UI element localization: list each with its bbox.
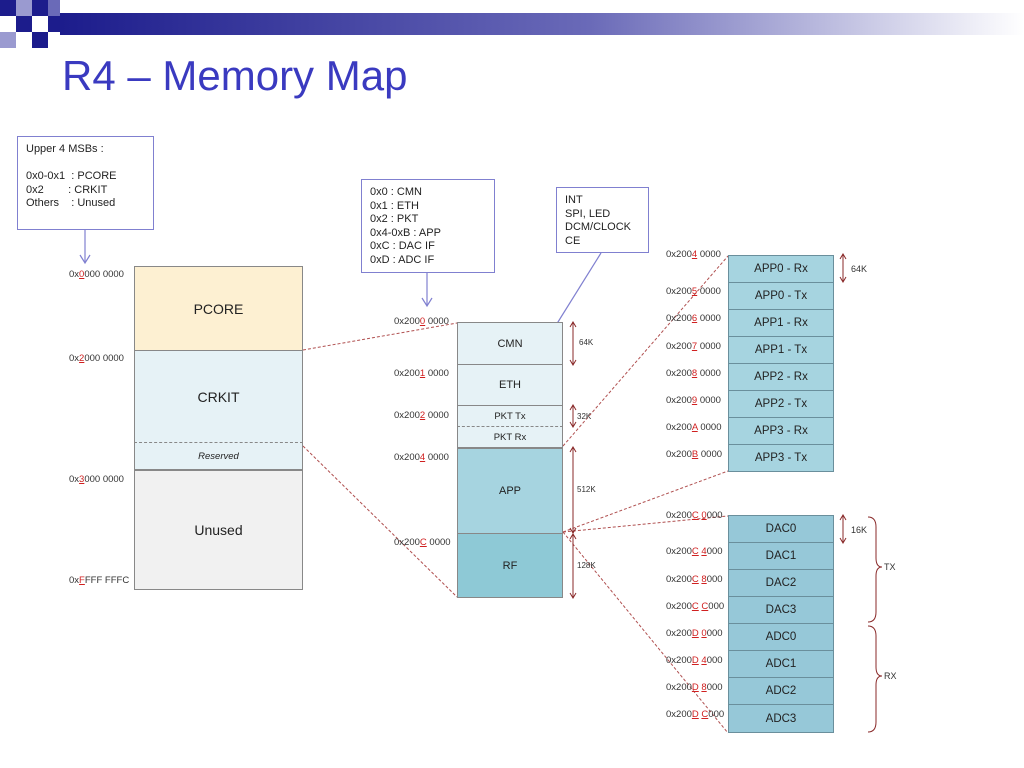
- if-size-label: 16K: [851, 525, 868, 535]
- zoom-line: [562, 515, 729, 533]
- rx-label: RX: [884, 671, 897, 681]
- header-square: [16, 16, 32, 32]
- eth-block: ETH: [457, 364, 563, 406]
- header-square: [32, 0, 48, 16]
- app-size-label: 64K: [851, 264, 868, 274]
- app-sub-block: APP1 - Rx: [728, 309, 834, 337]
- size-label: 64K: [579, 338, 594, 347]
- if-address: 0x200D 8000: [666, 682, 723, 693]
- app-address: 0x2006 0000: [666, 313, 721, 324]
- app-address: 0x2009 0000: [666, 395, 721, 406]
- cmn-block: CMN: [457, 322, 563, 365]
- reserved-block: Reserved: [134, 443, 303, 470]
- cmn-note: INT SPI, LED DCM/CLOCK CE: [556, 187, 649, 253]
- header-square: [48, 16, 64, 32]
- msb-note: Upper 4 MSBs : 0x0-0x1 : PCORE 0x2 : CRK…: [17, 136, 154, 230]
- if-block: DAC0: [728, 515, 834, 543]
- header-square: [32, 32, 48, 48]
- zoom-line: [302, 322, 458, 351]
- app-sub-block: APP2 - Rx: [728, 363, 834, 391]
- pkt-rx-block: PKT Rx: [457, 427, 563, 448]
- app-sub-block: APP0 - Rx: [728, 255, 834, 283]
- if-address: 0x200C 4000: [666, 546, 723, 557]
- pcore-block: PCORE: [134, 266, 303, 351]
- app-address: 0x200B 0000: [666, 449, 723, 460]
- tx-brace: [867, 516, 883, 623]
- app-address: 0x200A 0000: [666, 422, 722, 433]
- if-block: ADC1: [728, 650, 834, 678]
- left-address-0: 0x0000 0000: [69, 269, 124, 280]
- header-gradient-bar: [60, 13, 1024, 35]
- mid-address-2: 0x2002 0000: [394, 410, 449, 421]
- left-address-3: 0xFFFF FFFC: [69, 575, 130, 586]
- left-address-1: 0x2000 0000: [69, 353, 124, 364]
- note-arrow-head: [421, 297, 433, 308]
- if-block: DAC3: [728, 596, 834, 624]
- if-address: 0x200C C000: [666, 601, 725, 612]
- if-block: ADC3: [728, 704, 834, 733]
- app-sub-block: APP1 - Tx: [728, 336, 834, 364]
- if-address: 0x200D 4000: [666, 655, 723, 666]
- rx-brace: [867, 625, 883, 733]
- if-address: 0x200C 0000: [666, 510, 723, 521]
- header-square: [16, 0, 32, 16]
- crkit-block: CRKIT: [134, 350, 303, 443]
- zoom-line: [562, 255, 729, 447]
- pkt-tx-block: PKT Tx: [457, 405, 563, 427]
- app-address: 0x2005 0000: [666, 286, 721, 297]
- note-arrow-head: [79, 254, 91, 265]
- header-square: [48, 0, 60, 16]
- header-square: [0, 32, 16, 48]
- zoom-line: [302, 445, 458, 598]
- mid-address-4: 0x200C 0000: [394, 537, 451, 548]
- rf-block: RF: [457, 533, 563, 598]
- app-address: 0x2008 0000: [666, 368, 721, 379]
- app-address: 0x2004 0000: [666, 249, 721, 260]
- if-address: 0x200D 0000: [666, 628, 723, 639]
- left-address-2: 0x3000 0000: [69, 474, 124, 485]
- mid-address-0: 0x2000 0000: [394, 316, 449, 327]
- block-note: 0x0 : CMN 0x1 : ETH 0x2 : PKT 0x4-0xB : …: [361, 179, 495, 273]
- header-square: [0, 0, 16, 16]
- zoom-line: [562, 531, 729, 734]
- app-sub-block: APP3 - Tx: [728, 444, 834, 472]
- page-title: R4 – Memory Map: [62, 52, 408, 99]
- mid-address-1: 0x2001 0000: [394, 368, 449, 379]
- if-block: DAC1: [728, 542, 834, 570]
- if-block: ADC2: [728, 677, 834, 705]
- if-address: 0x200C 8000: [666, 574, 723, 585]
- app-address: 0x2007 0000: [666, 341, 721, 352]
- if-block: DAC2: [728, 569, 834, 597]
- if-address: 0x200D C000: [666, 709, 725, 720]
- app-sub-block: APP3 - Rx: [728, 417, 834, 445]
- size-label: 128K: [577, 561, 596, 570]
- if-block: ADC0: [728, 623, 834, 651]
- app-block: APP: [457, 448, 563, 534]
- app-sub-block: APP0 - Tx: [728, 282, 834, 310]
- unused-block: Unused: [134, 470, 303, 590]
- size-label: 32K: [577, 412, 592, 421]
- mid-address-3: 0x2004 0000: [394, 452, 449, 463]
- tx-label: TX: [884, 562, 896, 572]
- app-sub-block: APP2 - Tx: [728, 390, 834, 418]
- header-decoration: [0, 0, 1024, 48]
- zoom-line: [562, 470, 729, 533]
- size-label: 512K: [577, 485, 596, 494]
